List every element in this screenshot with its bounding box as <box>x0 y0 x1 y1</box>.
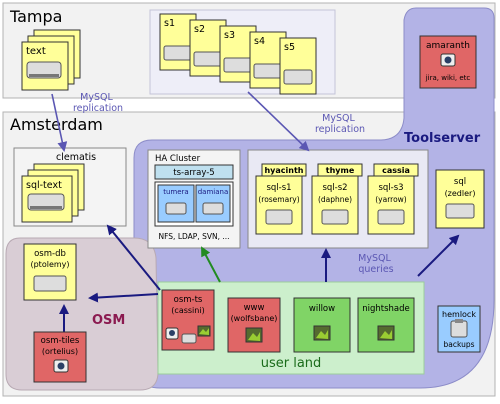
s-server-s5: s5 <box>279 37 317 95</box>
query-arrow-zedler <box>417 234 460 277</box>
db-label: sql-s2 <box>322 183 347 193</box>
hard-disk-icon <box>181 333 197 344</box>
amaranth-server: amaranth jira, wiki, etc <box>419 35 477 89</box>
sql-zedler-alias: (zedler) <box>445 189 476 198</box>
mysql-queries-label: MySQL queries <box>358 253 394 275</box>
osm-ts-alias: (cassini) <box>171 306 204 315</box>
ha-cluster-title: HA Cluster <box>155 154 201 164</box>
picture-icon <box>245 327 263 343</box>
host-label: thyme <box>326 166 355 175</box>
osm-ts-server: osm-ts (cassini) <box>161 289 215 351</box>
s-server-label: s5 <box>284 42 295 53</box>
ts-array-label: ts-array-5 <box>173 168 214 178</box>
nightshade-server: nightshade <box>357 297 415 353</box>
osm-db-label: osm-db <box>34 249 66 259</box>
host-label: hyacinth <box>264 166 303 175</box>
clematis-label: clematis <box>56 152 96 163</box>
db-label: sql-s3 <box>378 183 403 193</box>
osm-ts-label: osm-ts <box>174 295 203 305</box>
query-arrow-ha <box>201 246 221 283</box>
nightshade-label: nightshade <box>362 304 410 314</box>
hard-disk-icon <box>202 202 224 215</box>
hard-disk-icon <box>33 275 67 292</box>
text-server-stack: text <box>21 29 81 91</box>
hemlock-label: hemlock <box>442 310 476 319</box>
ha-cluster: HA Cluster ts-array-5 tumera damiana NFS… <box>154 154 234 241</box>
text-server-label: text <box>26 46 46 57</box>
clipboard-icon <box>450 319 468 338</box>
db-label: sql-s1 <box>266 183 291 193</box>
query-arrow-osm-db <box>88 292 159 303</box>
www-server: www (wolfsbane) <box>227 297 281 353</box>
hard-disk-icon <box>283 69 313 85</box>
hard-disk-icon <box>26 61 62 79</box>
osm-tiles-server: osm-tiles (ortelius) <box>33 331 87 383</box>
willow-label: willow <box>309 304 335 314</box>
picture-icon <box>313 325 331 341</box>
s-server-label: s4 <box>254 36 265 47</box>
camera-icon <box>440 53 456 67</box>
sql-text-server-stack: sql-text <box>21 163 85 223</box>
amsterdam-label: Amsterdam <box>10 115 103 134</box>
hard-disk-icon <box>321 209 349 225</box>
hemlock-note: backups <box>443 340 474 349</box>
hard-disk-icon <box>27 193 65 211</box>
user-land-label: user land <box>261 356 322 371</box>
tumera-label: tumera <box>163 188 188 196</box>
s-server-label: s3 <box>224 30 235 41</box>
replication-arrow-tampa <box>51 93 68 152</box>
db-alias: (daphne) <box>318 195 352 204</box>
sql-zedler-server: sql (zedler) <box>435 169 485 229</box>
osm-tiles-label: osm-tiles <box>41 336 80 346</box>
host-thyme: thyme sql-s2 (daphne) <box>311 163 363 235</box>
osm-tiles-alias: (ortelius) <box>42 347 78 356</box>
s-server-label: s2 <box>194 24 205 35</box>
hard-disk-icon <box>377 209 405 225</box>
hard-disk-icon <box>253 63 283 79</box>
db-alias: (yarrow) <box>375 195 407 204</box>
damiana-node <box>195 184 231 223</box>
sql-text-label: sql-text <box>26 180 62 191</box>
camera-icon <box>165 327 179 340</box>
hard-disk-icon <box>265 209 293 225</box>
osm-label: OSM <box>92 313 125 328</box>
s-server-stack: s1 s2 s3 s4 s5 <box>159 13 317 95</box>
picture-icon <box>377 325 395 341</box>
hemlock-server: hemlock backups <box>437 305 481 353</box>
picture-icon <box>197 325 211 337</box>
host-hyacinth: hyacinth sql-s1 (rosemary) <box>255 163 307 235</box>
amaranth-label: amaranth <box>426 41 470 51</box>
s-replication-label: MySQL replication <box>315 113 365 135</box>
camera-icon <box>53 359 69 373</box>
replication-arrow-s <box>247 91 310 152</box>
s-host-group: hyacinth sql-s1 (rosemary) thyme sql-s2 (daph… <box>255 163 419 235</box>
www-alias: (wolfsbane) <box>231 314 278 323</box>
toolserver-label: Toolserver <box>404 131 481 146</box>
hard-disk-icon <box>445 203 475 219</box>
osm-db-server: osm-db (ptolemy) <box>23 243 77 301</box>
www-label: www <box>244 303 265 313</box>
ha-services-label: NFS, LDAP, SVN, ... <box>159 232 230 241</box>
osm-db-alias: (ptolemy) <box>30 260 69 269</box>
sql-zedler-label: sql <box>454 177 466 187</box>
host-label: cassia <box>382 166 410 175</box>
query-arrow-clematis <box>106 224 161 291</box>
hard-disk-icon <box>165 202 187 215</box>
s-server-label: s1 <box>164 18 175 29</box>
tampa-label: Tampa <box>9 7 62 26</box>
hard-disk-icon <box>193 51 223 67</box>
damiana-label: damiana <box>198 188 229 196</box>
willow-server: willow <box>293 297 351 353</box>
tampa-replication-label: MySQL replication <box>73 92 123 114</box>
hard-disk-icon <box>163 45 193 61</box>
hard-disk-icon <box>223 57 253 73</box>
host-cassia: cassia sql-s3 (yarrow) <box>367 163 419 235</box>
db-alias: (rosemary) <box>258 195 299 204</box>
amaranth-note: jira, wiki, etc <box>425 74 471 82</box>
